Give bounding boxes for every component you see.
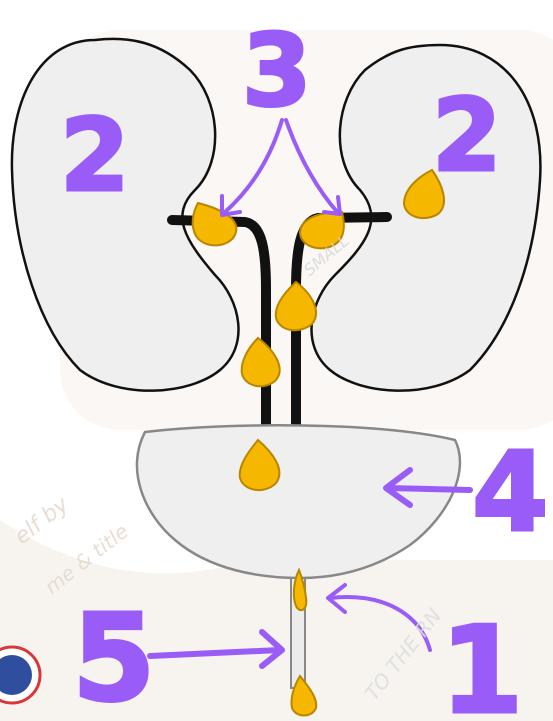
- arrowhead-icon: [383, 467, 413, 508]
- left-ureter: [167, 215, 271, 435]
- droplet-icon: [292, 567, 308, 612]
- droplet-icon: [402, 168, 446, 220]
- background-wash: [0, 520, 553, 721]
- arrowhead-icon: [326, 583, 347, 614]
- kidney-right-label: 2: [432, 77, 502, 194]
- left-kidney: [10, 37, 240, 392]
- bladder-label: 4: [472, 428, 549, 556]
- urethra-label: 5: [72, 590, 156, 721]
- droplet-icon: [298, 210, 345, 250]
- urine-droplets: [191, 168, 446, 717]
- arrowhead-icon: [220, 194, 242, 217]
- bladder: [135, 424, 462, 580]
- ureters-label: 3: [242, 12, 312, 129]
- arrow-to-bladder-icon: [385, 485, 473, 493]
- arrow-to-left-ureter-icon: [222, 118, 284, 215]
- seal-inner-icon: [0, 655, 32, 695]
- droplet-icon: [240, 336, 281, 388]
- arrowhead-icon: [259, 629, 285, 669]
- droplet-icon: [238, 438, 281, 491]
- outflow-label: 1: [440, 602, 524, 721]
- arrow-to-urethra-icon: [147, 647, 283, 659]
- droplet-icon: [274, 280, 317, 332]
- arrowhead-icon: [322, 195, 342, 216]
- label-arrows: [147, 118, 473, 669]
- arrow-to-urethra-opening-icon: [328, 595, 432, 652]
- arrow-to-right-ureter-icon: [284, 118, 340, 215]
- kidney-left-label: 2: [60, 97, 130, 214]
- droplet-icon: [290, 674, 318, 717]
